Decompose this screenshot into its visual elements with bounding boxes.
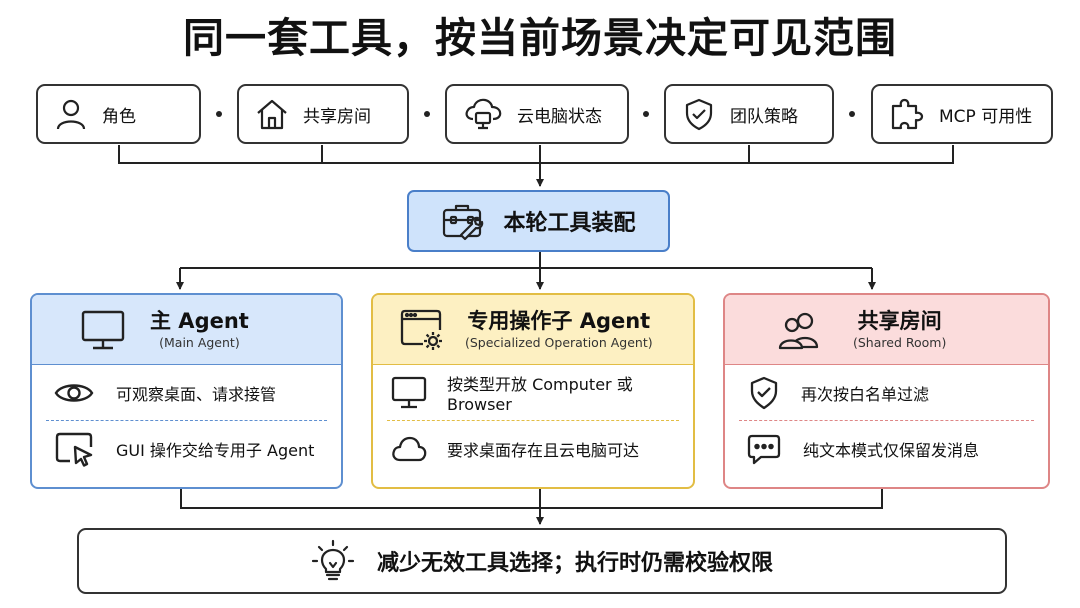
toolbox-wrench-icon (443, 204, 484, 241)
separator-dot (849, 111, 855, 117)
tool-assembly-box: 本轮工具装配 (407, 190, 670, 252)
separator-dot (216, 111, 222, 117)
result-label: 减少无效工具选择；执行时仍需校验权限 (376, 551, 773, 576)
cursor-window-icon (55, 432, 93, 467)
separator-dot (424, 111, 430, 117)
browser-gear-icon (400, 309, 442, 350)
item-text: 按类型开放 Computer 或 Browser (447, 375, 633, 414)
dashed-divider (739, 420, 1034, 421)
separator-dot (643, 111, 649, 117)
result-box: 减少无效工具选择；执行时仍需校验权限 (77, 528, 1007, 594)
list-item: 可观察桌面、请求接管 (32, 365, 341, 420)
assembly-label: 本轮工具装配 (503, 211, 636, 236)
dashed-divider (387, 420, 679, 421)
card-header: 共享房间 (Shared Room) (725, 295, 1048, 365)
card-subtitle: (Main Agent) (159, 334, 240, 350)
list-item: GUI 操作交给专用子 Agent (32, 421, 341, 476)
factor-role: 角色 (36, 84, 201, 144)
item-text: 纯文本模式仅保留发消息 (803, 440, 980, 460)
puzzle-icon (891, 98, 924, 130)
factor-label: 角色 (102, 106, 136, 127)
shield-check-icon (750, 376, 778, 409)
factor-shared-room: 共享房间 (237, 84, 409, 144)
factor-cloud-pc-status: 云电脑状态 (445, 84, 629, 144)
card-specialized-agent: 专用操作子 Agent (Specialized Operation Agent… (371, 293, 695, 489)
chat-bubble-icon (747, 434, 781, 464)
monitor-icon (391, 376, 427, 408)
item-text: 可观察桌面、请求接管 (116, 384, 277, 404)
list-item: 再次按白名单过滤 (725, 365, 1048, 420)
factor-team-policy: 团队策略 (664, 84, 834, 144)
cloud-icon (392, 436, 427, 461)
factor-label: MCP 可用性 (939, 106, 1033, 127)
card-title: 主 Agent (150, 308, 249, 333)
dashed-divider (46, 420, 327, 421)
monitor-icon (81, 310, 125, 349)
card-shared-room: 共享房间 (Shared Room) 再次按白名单过滤 纯文本模式仅保留发消息 (723, 293, 1050, 489)
cloud-computer-icon (465, 98, 502, 130)
eye-icon (54, 383, 94, 402)
card-header: 主 Agent (Main Agent) (32, 295, 341, 365)
list-item: 按类型开放 Computer 或 Browser (373, 365, 693, 420)
page-title: 同一套工具，按当前场景决定可见范围 (183, 14, 897, 62)
card-header: 专用操作子 Agent (Specialized Operation Agent… (373, 295, 693, 365)
card-subtitle: (Shared Room) (853, 334, 947, 350)
factor-label: 云电脑状态 (517, 106, 602, 127)
list-item: 纯文本模式仅保留发消息 (725, 421, 1048, 476)
card-title: 共享房间 (857, 308, 942, 333)
item-text: 要求桌面存在且云电脑可达 (447, 440, 640, 460)
card-subtitle: (Specialized Operation Agent) (465, 334, 653, 350)
item-text: GUI 操作交给专用子 Agent (116, 440, 315, 460)
factor-label: 团队策略 (730, 106, 798, 127)
card-title: 专用操作子 Agent (467, 308, 651, 333)
lightbulb-icon (311, 539, 355, 581)
users-icon (778, 312, 819, 349)
item-text: 再次按白名单过滤 (801, 384, 930, 404)
card-main-agent: 主 Agent (Main Agent) 可观察桌面、请求接管 GUI 操作交给… (30, 293, 343, 489)
list-item: 要求桌面存在且云电脑可达 (373, 421, 693, 476)
factor-label: 共享房间 (303, 106, 371, 127)
factor-mcp-availability: MCP 可用性 (871, 84, 1053, 144)
shield-check-icon (685, 98, 713, 131)
user-icon (56, 99, 86, 130)
house-icon (257, 99, 287, 130)
